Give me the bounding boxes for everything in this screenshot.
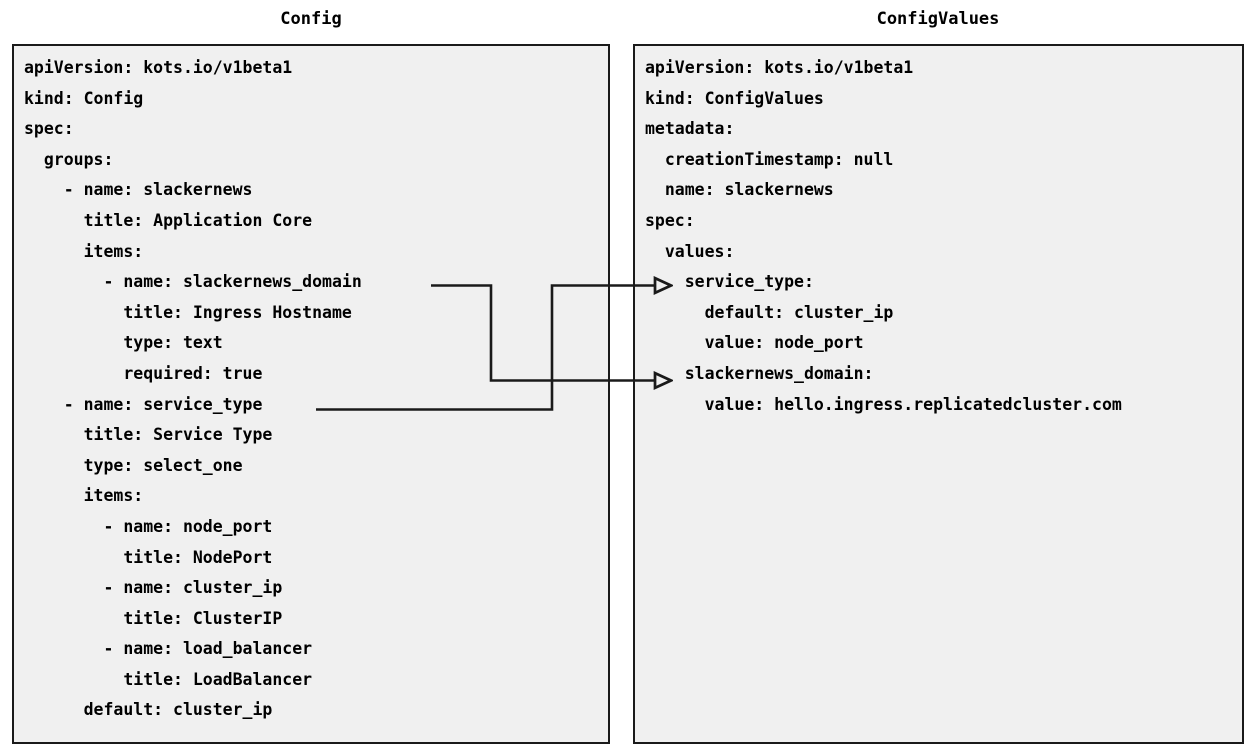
config-yaml-line-14: items:	[24, 486, 144, 506]
config-yaml-line-19: - name: load_balancer	[24, 639, 313, 659]
configvalues-yaml-line-9: value: node_port	[645, 333, 864, 353]
config-yaml-line-5: title: Application Core	[24, 210, 313, 230]
configvalues-yaml-line-4: name: slackernews	[645, 180, 834, 200]
configvalues-yaml-line-2: metadata:	[645, 119, 735, 139]
configvalues-yaml-line-3: creationTimestamp: null	[645, 149, 894, 169]
config-yaml-line-17: - name: cluster_ip	[24, 578, 283, 598]
config-yaml-line-20: title: LoadBalancer	[24, 669, 313, 689]
config-yaml-panel: apiVersion: kots.io/v1beta1 kind: Config s…	[12, 44, 610, 744]
configvalues-yaml-text: apiVersion: kots.io/v1beta1 kind: ConfigV…	[645, 53, 1238, 420]
config-yaml-line-3: groups:	[24, 149, 114, 169]
config-yaml-line-18: title: ClusterIP	[24, 608, 283, 628]
config-yaml-line-15: - name: node_port	[24, 516, 273, 536]
page-title-config: Config	[280, 9, 342, 29]
config-yaml-line-21: default: cluster_ip	[24, 700, 273, 720]
configvalues-yaml-line-7: service_type:	[645, 272, 814, 292]
config-yaml-line-2: spec:	[24, 119, 74, 139]
config-yaml-line-13: type: select_one	[24, 455, 243, 475]
configvalues-yaml-panel: apiVersion: kots.io/v1beta1 kind: ConfigV…	[633, 44, 1244, 744]
config-yaml-text: apiVersion: kots.io/v1beta1 kind: Config s…	[24, 53, 604, 726]
config-yaml-line-9: type: text	[24, 333, 223, 353]
configvalues-yaml-line-0: apiVersion: kots.io/v1beta1	[645, 58, 914, 77]
configvalues-yaml-line-6: values:	[645, 241, 735, 261]
configvalues-yaml-line-11: value: hello.ingress.replicatedcluster.c…	[645, 394, 1122, 414]
configvalues-yaml-line-8: default: cluster_ip	[645, 302, 894, 322]
config-yaml-line-7: - name: slackernews_domain	[24, 272, 362, 292]
config-yaml-line-1: kind: Config	[24, 88, 144, 108]
config-yaml-line-6: items:	[24, 241, 144, 261]
configvalues-yaml-line-10: slackernews_domain:	[645, 363, 874, 383]
page-title-configvalues: ConfigValues	[876, 9, 1000, 29]
configvalues-yaml-line-5: spec:	[645, 210, 695, 230]
config-yaml-line-10: required: true	[24, 363, 263, 383]
configvalues-yaml-line-1: kind: ConfigValues	[645, 88, 824, 108]
config-yaml-line-4: - name: slackernews	[24, 180, 253, 200]
config-yaml-line-8: title: Ingress Hostname	[24, 302, 352, 322]
config-yaml-line-11: - name: service_type	[24, 394, 263, 414]
config-yaml-line-12: title: Service Type	[24, 425, 273, 445]
config-yaml-line-0: apiVersion: kots.io/v1beta1	[24, 58, 293, 77]
config-yaml-line-16: title: NodePort	[24, 547, 273, 567]
